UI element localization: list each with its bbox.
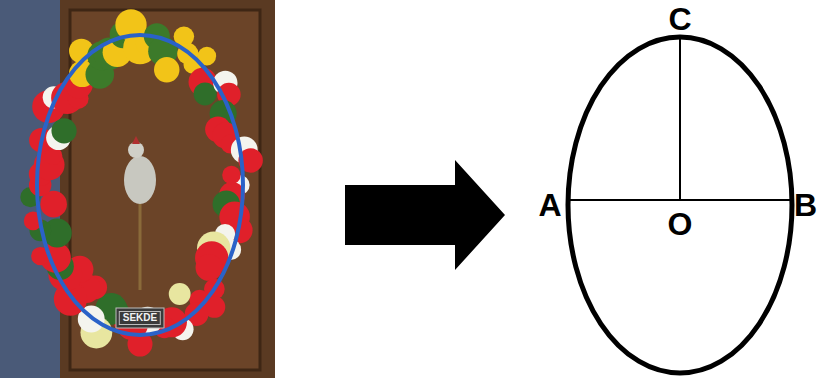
wreath-photo [0, 0, 275, 378]
point-label: B [794, 189, 817, 221]
rooster-figure [124, 136, 156, 290]
flower [194, 82, 217, 105]
flower [169, 283, 191, 305]
sign-text: SEKDE [119, 311, 161, 325]
ellipse-model [568, 37, 792, 373]
flower-ring [20, 9, 263, 356]
flower [154, 57, 179, 82]
flower [196, 254, 223, 281]
sign-board [116, 308, 164, 328]
wall [0, 0, 60, 378]
model-ellipse [568, 37, 792, 373]
center-label: O [668, 208, 693, 240]
photo-background [0, 0, 275, 378]
flower [51, 118, 76, 143]
block-arrow [345, 160, 505, 270]
point-label: C [668, 3, 691, 35]
highlight-ellipse [37, 35, 243, 335]
point-label: A [538, 189, 561, 221]
door [70, 10, 260, 370]
flower [222, 166, 241, 185]
semi-axis-line [679, 37, 681, 200]
